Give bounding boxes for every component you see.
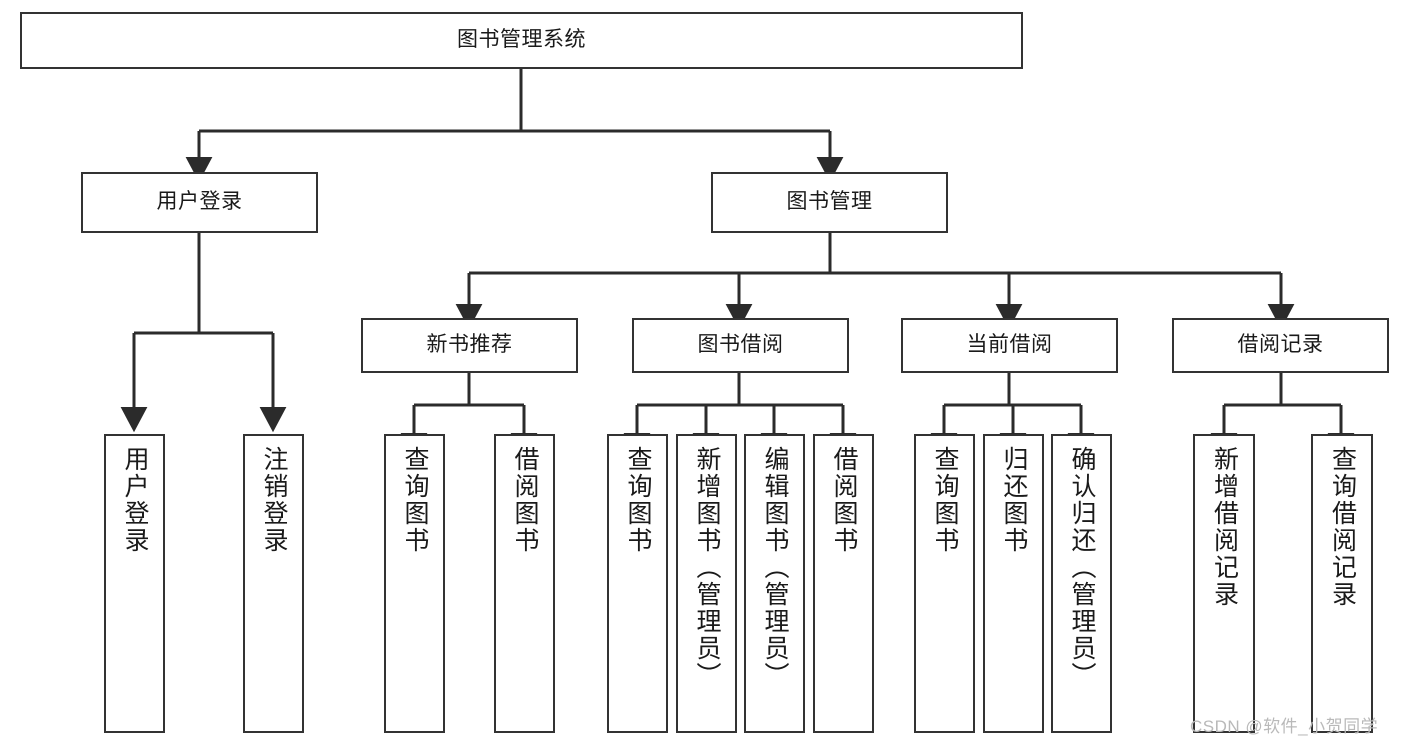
node-label: 查询图书	[401, 446, 429, 554]
leaf-book-borrow-edit[interactable]: 编辑图书（管理员）	[744, 434, 805, 733]
node-label: 归还图书	[1000, 446, 1028, 554]
node-label: 用户登录	[121, 446, 149, 554]
node-label: 查询图书	[931, 446, 959, 554]
node-label: 新增图书（管理员）	[693, 446, 721, 689]
leaf-borrow-record-query[interactable]: 查询借阅记录	[1311, 434, 1373, 733]
node-label: 借阅图书	[830, 446, 858, 554]
leaf-current-borrow-confirm-return[interactable]: 确认归还（管理员）	[1051, 434, 1112, 733]
node-root-book-management-system[interactable]: 图书管理系统	[20, 12, 1023, 69]
node-label: 借阅图书	[511, 446, 539, 554]
node-label: 新增借阅记录	[1210, 446, 1239, 608]
node-label: 图书借阅	[697, 333, 784, 357]
node-label: 注销登录	[260, 446, 288, 554]
leaf-borrow-record-add[interactable]: 新增借阅记录	[1193, 434, 1255, 733]
node-label: 查询图书	[624, 446, 652, 554]
leaf-book-borrow-borrow[interactable]: 借阅图书	[813, 434, 874, 733]
leaf-user-login-login[interactable]: 用户登录	[104, 434, 165, 733]
node-user-login[interactable]: 用户登录	[81, 172, 318, 233]
leaf-new-book-borrow[interactable]: 借阅图书	[494, 434, 555, 733]
node-new-book-recommend[interactable]: 新书推荐	[361, 318, 578, 373]
node-borrow-record[interactable]: 借阅记录	[1172, 318, 1389, 373]
node-book-borrow[interactable]: 图书借阅	[632, 318, 849, 373]
node-label: 查询借阅记录	[1328, 446, 1357, 608]
leaf-book-borrow-add[interactable]: 新增图书（管理员）	[676, 434, 737, 733]
leaf-user-login-logout[interactable]: 注销登录	[243, 434, 304, 733]
node-label: 新书推荐	[426, 333, 513, 357]
node-label: 确认归还（管理员）	[1068, 446, 1096, 689]
node-label: 编辑图书（管理员）	[761, 446, 789, 689]
leaf-book-borrow-query[interactable]: 查询图书	[607, 434, 668, 733]
node-label: 借阅记录	[1237, 333, 1324, 357]
node-label: 图书管理	[786, 190, 873, 214]
leaf-current-borrow-return[interactable]: 归还图书	[983, 434, 1044, 733]
node-label: 当前借阅	[966, 333, 1053, 357]
node-book-management[interactable]: 图书管理	[711, 172, 948, 233]
leaf-current-borrow-query[interactable]: 查询图书	[914, 434, 975, 733]
leaf-new-book-query[interactable]: 查询图书	[384, 434, 445, 733]
node-current-borrow[interactable]: 当前借阅	[901, 318, 1118, 373]
node-label: 图书管理系统	[457, 28, 586, 52]
node-label: 用户登录	[156, 190, 243, 214]
